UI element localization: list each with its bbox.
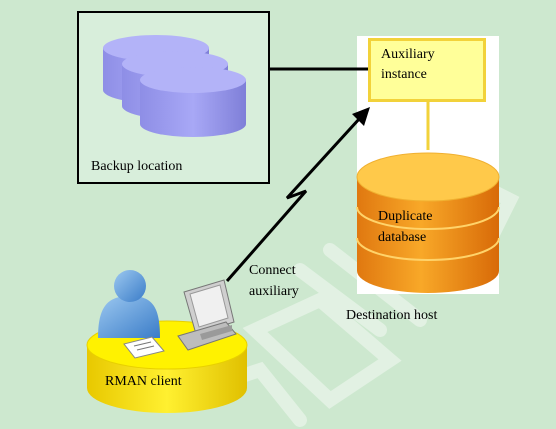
auxiliary-instance-line2: instance <box>381 67 427 82</box>
connect-auxiliary-line1: Connect <box>249 263 296 278</box>
connect-auxiliary-line2: auxiliary <box>249 284 299 299</box>
person-icon <box>98 270 160 338</box>
destination-host-label: Destination host <box>346 308 438 323</box>
computer-icon <box>177 279 237 351</box>
auxiliary-instance-line1: Auxiliary <box>381 47 435 62</box>
rman-client-label: RMAN client <box>105 374 182 389</box>
document-icon <box>123 336 165 359</box>
connection-lightning-line <box>225 116 362 282</box>
backup-location-label: Backup location <box>91 159 183 174</box>
duplicate-database-line2: database <box>378 230 427 245</box>
duplicate-database-line1: Duplicate <box>378 209 433 224</box>
auxiliary-instance-box: Auxiliary instance <box>368 38 486 102</box>
connection-arrowhead-icon <box>352 107 370 126</box>
disk-icon <box>140 67 246 137</box>
